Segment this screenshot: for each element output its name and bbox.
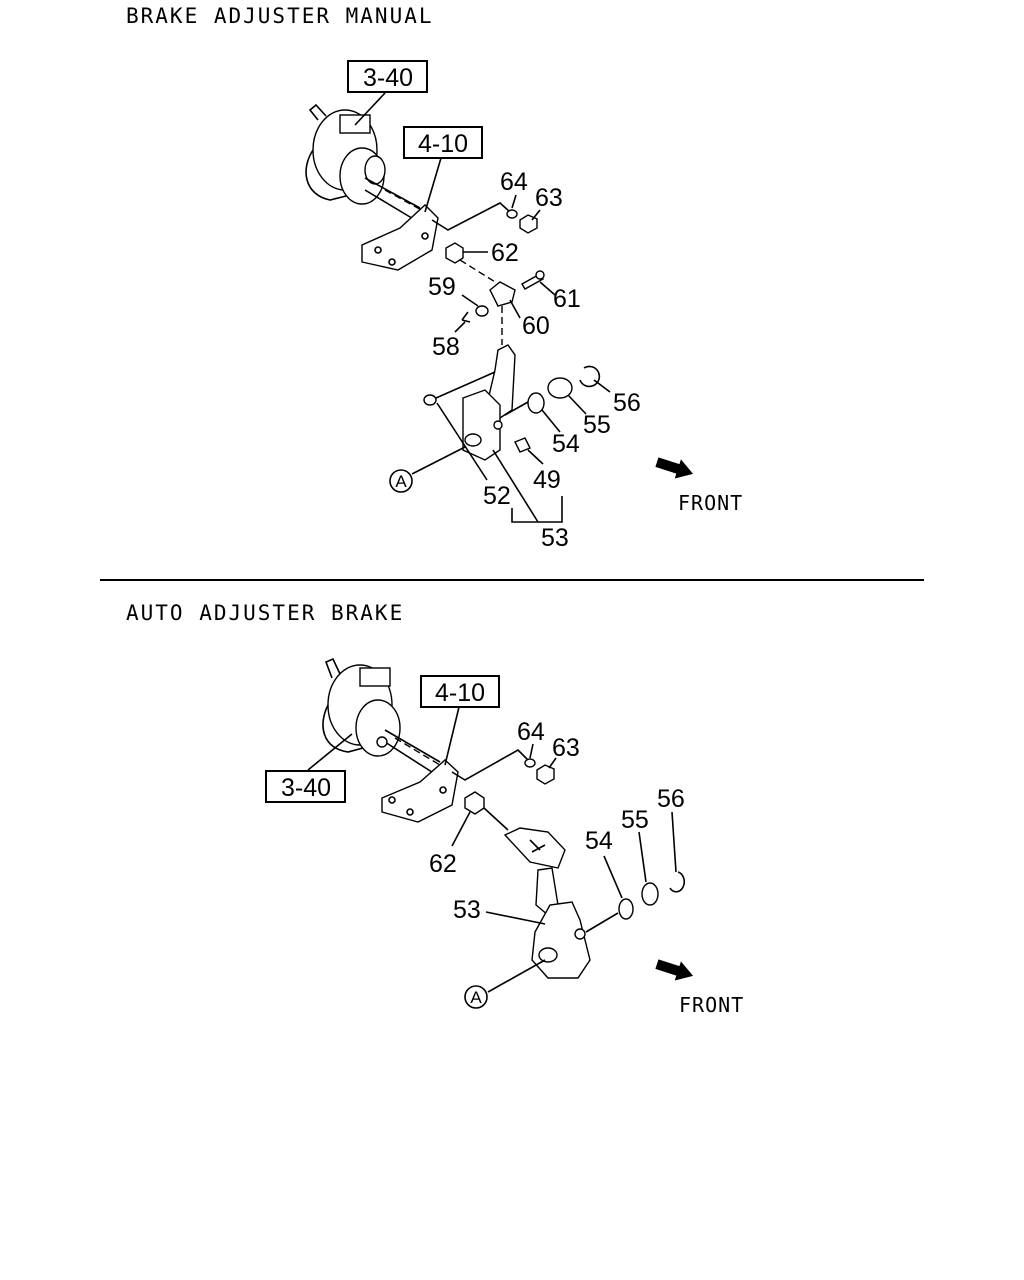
manual-label-55: 55	[583, 411, 611, 439]
auto-marker-a: A	[470, 988, 482, 1007]
auto-label-55: 55	[621, 806, 649, 834]
manual-label-59: 59	[428, 273, 456, 301]
manual-marker-a: A	[395, 472, 407, 491]
auto-washer-54	[618, 898, 634, 920]
manual-label-63: 63	[535, 184, 563, 212]
manual-label-56: 56	[613, 389, 641, 417]
manual-front-label: FRONT	[678, 491, 743, 515]
manual-label-52: 52	[483, 482, 511, 510]
auto-front-label: FRONT	[679, 993, 744, 1017]
auto-brake-chamber	[322, 657, 441, 775]
manual-washer-59	[475, 305, 489, 317]
auto-ref-chamber[interactable]: 3-40	[281, 774, 331, 802]
manual-bolt-61	[521, 270, 545, 290]
auto-label-63: 63	[552, 734, 580, 762]
auto-diagram: 4-10 3-40 64 63	[265, 657, 744, 1017]
manual-bracket	[361, 204, 439, 271]
auto-plate-55	[641, 882, 659, 906]
manual-nut-62	[445, 242, 464, 264]
manual-ref-chamber[interactable]: 3-40	[363, 64, 413, 92]
auto-label-64: 64	[517, 718, 545, 746]
manual-label-62: 62	[491, 239, 519, 267]
manual-marker-circle	[389, 469, 413, 493]
auto-section-title: AUTO ADJUSTER BRAKE	[126, 601, 405, 625]
auto-label-62: 62	[429, 850, 457, 878]
manual-label-60: 60	[522, 312, 550, 340]
auto-bracket	[381, 759, 459, 823]
auto-washer-64	[524, 758, 536, 768]
manual-label-58: 58	[432, 333, 460, 361]
manual-washer-64	[506, 209, 518, 219]
manual-brake-chamber	[305, 103, 426, 221]
auto-marker-circle	[464, 985, 488, 1009]
manual-washer-54	[527, 392, 545, 414]
auto-ref-box-chamber[interactable]	[265, 770, 346, 803]
manual-slack-adjuster	[423, 344, 516, 461]
auto-nut-63	[536, 764, 555, 785]
auto-label-54: 54	[585, 827, 613, 855]
auto-ref-bracket[interactable]: 4-10	[435, 679, 485, 707]
manual-ref-box-bracket[interactable]	[403, 126, 483, 159]
manual-label-49: 49	[533, 466, 561, 494]
manual-section-title: BRAKE ADJUSTER MANUAL	[126, 4, 434, 28]
auto-snapring-56	[669, 871, 686, 893]
manual-diagram: 3-40 4-10	[305, 60, 743, 552]
auto-label-53: 53	[453, 896, 481, 924]
manual-pin-58	[461, 311, 471, 323]
manual-label-53: 53	[541, 524, 569, 552]
manual-clevis-60	[489, 281, 516, 307]
manual-snapring-56	[579, 365, 601, 388]
manual-ref-box-chamber[interactable]	[347, 60, 428, 93]
auto-ref-box-bracket[interactable]	[420, 675, 500, 708]
manual-label-64: 64	[500, 168, 528, 196]
manual-ref-bracket[interactable]: 4-10	[418, 130, 468, 158]
auto-label-56: 56	[657, 785, 685, 813]
auto-front-arrow-icon	[655, 959, 694, 981]
manual-front-arrow-icon	[655, 457, 694, 479]
auto-nut-62	[464, 791, 485, 815]
manual-label-61: 61	[553, 285, 581, 313]
auto-slack-adjuster	[503, 827, 591, 979]
manual-label-54: 54	[552, 430, 580, 458]
manual-fitting-49	[514, 437, 531, 453]
manual-plate-55	[547, 377, 573, 399]
